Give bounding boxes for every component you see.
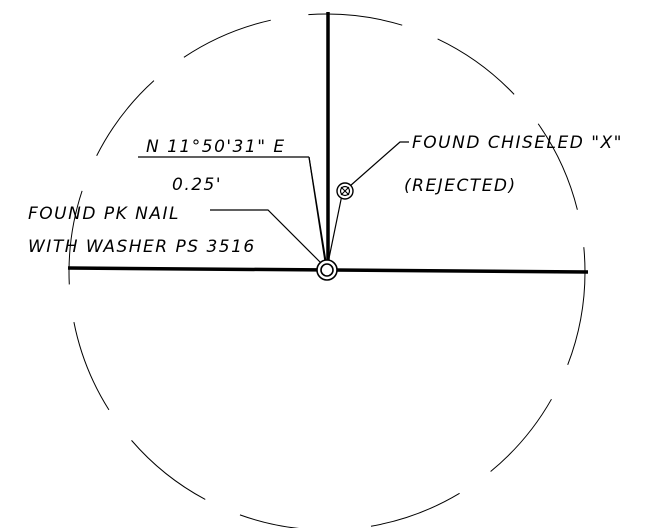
chiseled-x-label-line1: FOUND CHISELED "X" xyxy=(412,133,623,153)
double-circle-icon xyxy=(316,259,338,281)
distance-label: 0.25' xyxy=(172,175,222,195)
chiseled-x-leader xyxy=(349,141,409,187)
bearing-label: N 11°50'31" E xyxy=(146,137,286,157)
chiseled-x-label-line2: (REJECTED) xyxy=(404,176,517,196)
pk-nail-label-line1: FOUND PK NAIL xyxy=(28,204,180,224)
pk-nail-label-line2: WITH WASHER PS 3516 xyxy=(28,237,256,257)
distance-leader xyxy=(308,156,327,269)
circle-with-x-icon xyxy=(336,182,354,200)
pk-nail-leader xyxy=(210,209,327,269)
